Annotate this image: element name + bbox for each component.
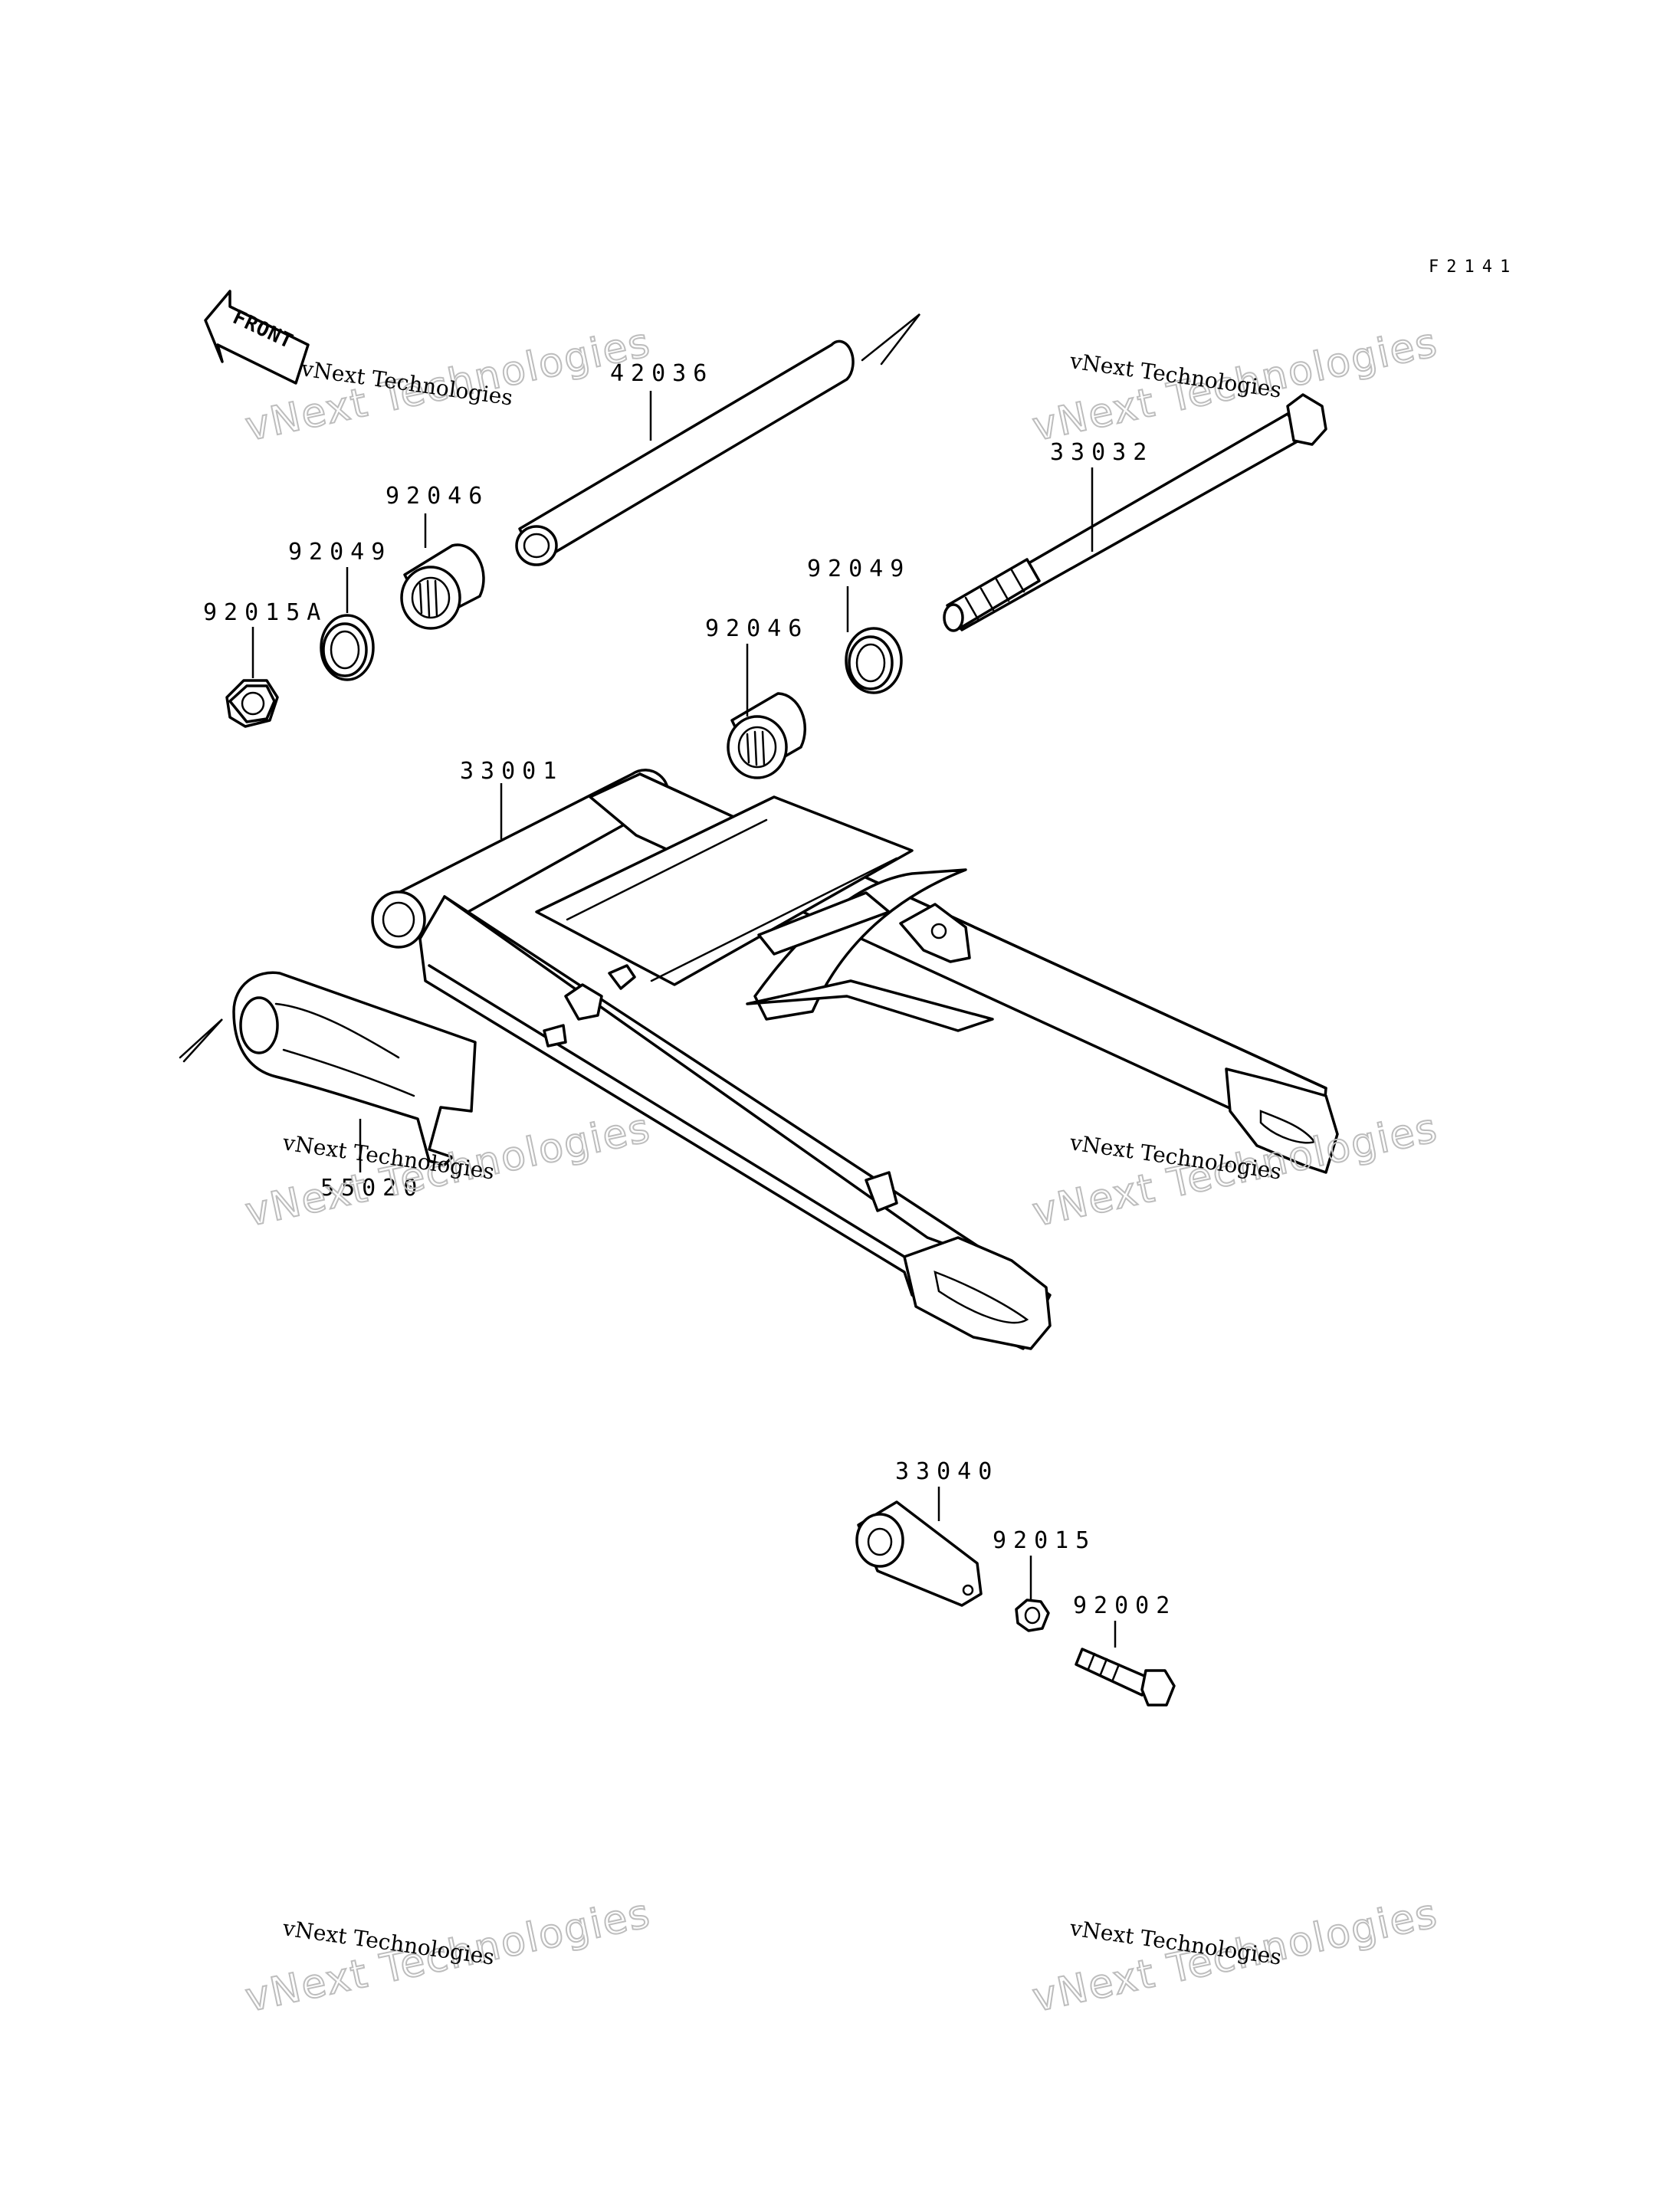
part-label-92015: 92015 [993, 1527, 1096, 1554]
part-label-92015A: 92015A [203, 599, 327, 626]
front-arrow-icon: FRONT [204, 290, 310, 385]
bolt-92002 [1075, 1648, 1176, 1707]
watermark-bottom-left: vNext Technologies vNext Technologies [241, 1890, 655, 2022]
part-label-92002: 92002 [1073, 1592, 1176, 1619]
part-label-55020: 55020 [320, 1175, 424, 1202]
oil-seal-92049-right [845, 627, 903, 694]
nut-92015 [1015, 1599, 1050, 1632]
part-label-33001: 33001 [460, 758, 563, 785]
chain-adjuster-33040 [855, 1500, 983, 1607]
needle-bearing-92046-right [727, 692, 807, 779]
part-label-33032: 33032 [1050, 439, 1153, 466]
swingarm-33001 [371, 769, 1339, 1350]
part-label-33040: 33040 [895, 1458, 999, 1485]
pivot-collar-42036 [515, 339, 855, 566]
part-label-92046-left: 92046 [386, 483, 489, 510]
watermark-bottom-right: vNext Technologies vNext Technologies [1028, 1890, 1442, 2022]
watermark-mid-right: vNext Technologies vNext Technologies [1028, 1104, 1442, 1237]
pivot-shaft-33032 [943, 393, 1327, 632]
break-mark [861, 313, 920, 366]
part-label-92046-right: 92046 [705, 615, 809, 642]
part-label-42036: 42036 [610, 360, 714, 387]
part-label-92049-right: 92049 [807, 556, 911, 582]
nut-92015A [225, 679, 279, 728]
oil-seal-92049-left [320, 614, 375, 681]
chain-guide-55020 [232, 971, 477, 1166]
break-mark [179, 1018, 223, 1063]
watermark-mid-left: vNext Technologies vNext Technologies [241, 1104, 655, 1237]
watermark-top-left: vNext Technologies vNext Technologies [241, 319, 655, 451]
needle-bearing-92046-left [400, 543, 485, 630]
watermark-top-right: vNext Technologies vNext Technologies [1028, 319, 1442, 451]
diagram-code: F2141 [1429, 257, 1518, 277]
part-label-92049-left: 92049 [288, 539, 392, 566]
